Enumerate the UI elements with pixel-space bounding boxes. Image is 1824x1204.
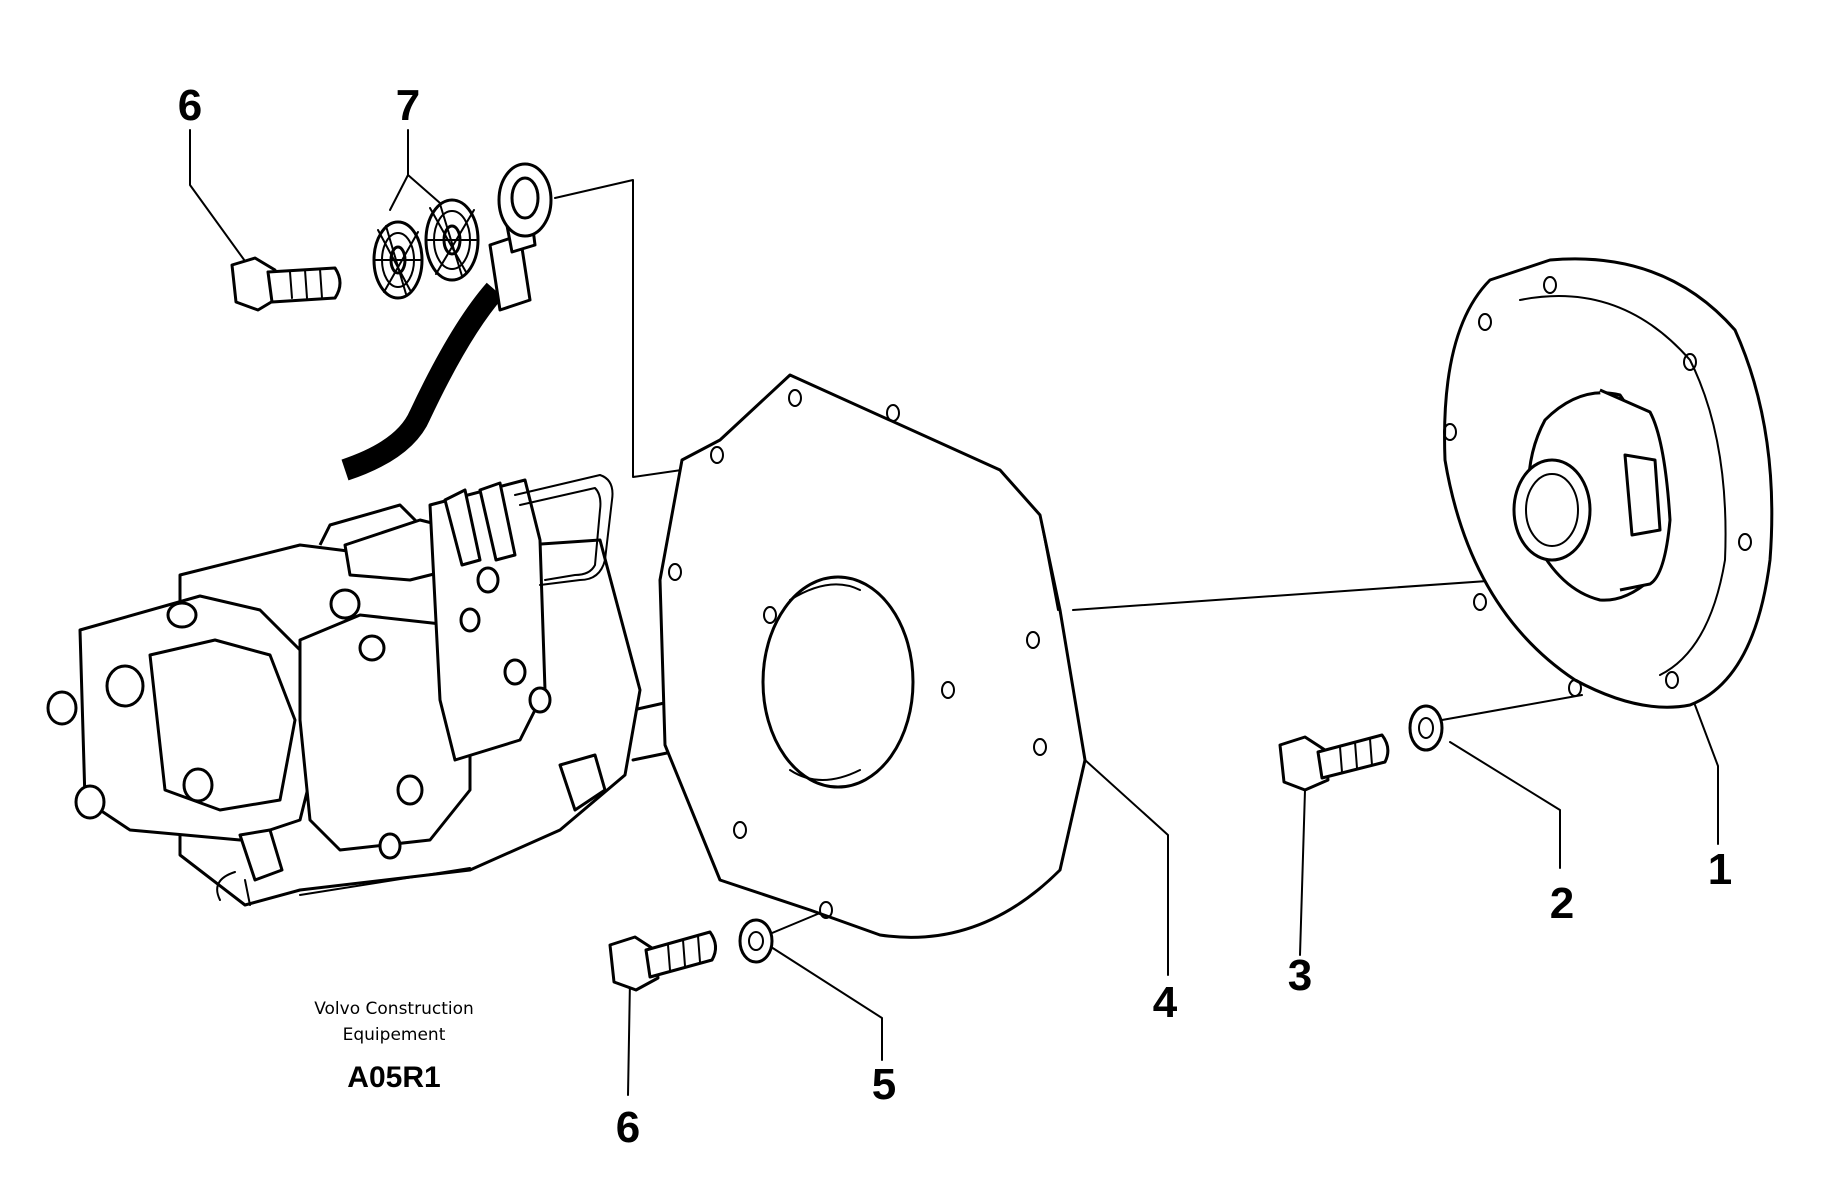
callout-5: 5 xyxy=(872,1060,896,1109)
diagram-code: A05R1 xyxy=(347,1061,440,1094)
diagram-caption: Volvo Construction Equipement A05R1 xyxy=(314,999,474,1094)
callout-2: 2 xyxy=(1550,879,1574,928)
serrated-washer-1 xyxy=(372,220,424,300)
coupling-plate xyxy=(1443,257,1774,709)
leader-2 xyxy=(1449,741,1561,869)
bolt-bottom xyxy=(608,930,717,992)
leader-6-bottom xyxy=(627,979,631,1096)
coupling-bolt-holes xyxy=(1443,276,1752,697)
washer-2 xyxy=(1408,704,1444,752)
callout-4: 4 xyxy=(1153,978,1178,1027)
callout-6-top: 6 xyxy=(178,81,202,130)
callout-labels: 6 7 1 2 3 4 5 6 xyxy=(178,81,1732,1152)
serrated-washer-2 xyxy=(424,198,480,282)
leader-shaft-axis xyxy=(1072,577,1531,611)
bolt-top xyxy=(230,256,342,312)
leader-4 xyxy=(1084,759,1169,976)
leader-1 xyxy=(1694,704,1719,845)
hydraulic-pump xyxy=(46,474,642,907)
callout-1: 1 xyxy=(1708,845,1732,894)
caption-line-1: Volvo Construction xyxy=(314,999,474,1019)
callout-3: 3 xyxy=(1288,951,1312,1000)
leader-cable-to-flange xyxy=(554,179,717,478)
callout-7: 7 xyxy=(396,81,420,130)
leader-6-top xyxy=(189,129,251,269)
bolt-3 xyxy=(1278,733,1390,792)
bolt-holes xyxy=(668,389,1047,919)
callout-6-bottom: 6 xyxy=(616,1103,640,1152)
ground-cable xyxy=(341,162,553,481)
leader-5 xyxy=(767,944,883,1061)
washer-5 xyxy=(738,918,774,964)
caption-line-2: Equipement xyxy=(343,1025,446,1045)
flywheel-housing-plate xyxy=(658,373,1087,939)
leader-7a xyxy=(389,129,409,211)
leader-3 xyxy=(1299,789,1306,956)
leader-washer2-axis xyxy=(1441,694,1583,721)
